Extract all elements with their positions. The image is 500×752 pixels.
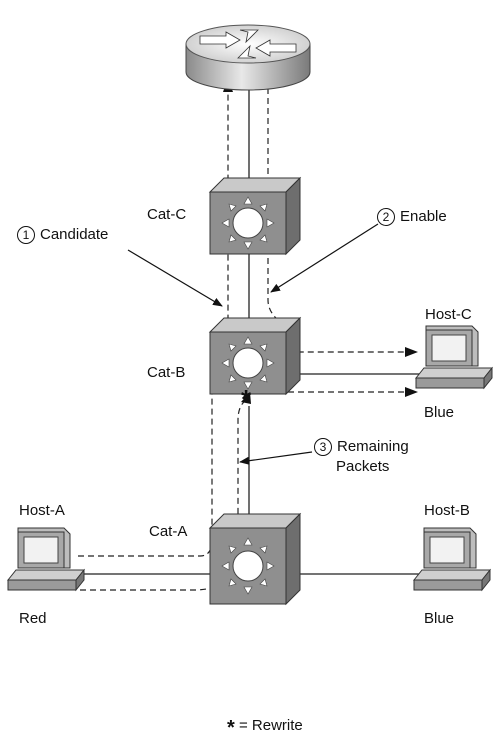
- host-a-vlan-label: Red: [19, 610, 47, 627]
- step-3-label-line1: Remaining: [337, 438, 409, 455]
- switch-arrows-icon: [221, 537, 275, 595]
- cat-b-label: Cat-B: [147, 364, 186, 381]
- cat-a-label: Cat-A: [149, 523, 188, 540]
- path-rewrite-arrowhead: [405, 387, 418, 397]
- step-enable: 2 Enable: [377, 208, 447, 227]
- enable-arrow: [270, 223, 379, 293]
- step-candidate: 1 Candidate: [17, 226, 109, 245]
- switch-arrows-icon: [221, 196, 275, 250]
- path-remaining-arrowhead: [241, 392, 251, 404]
- step-2-number: 2: [377, 208, 395, 227]
- step-1-number: 1: [17, 226, 35, 245]
- candidate-arrow: [127, 249, 223, 307]
- router: [185, 24, 311, 91]
- step-2-label: Enable: [400, 208, 447, 225]
- host-a-label: Host-A: [19, 502, 65, 519]
- host-c-vlan-label: Blue: [424, 404, 455, 421]
- cat-c-label: Cat-C: [147, 206, 187, 223]
- step-3-label-line2: Packets: [336, 458, 390, 475]
- rewrite-star-icon: *: [241, 384, 252, 414]
- legend-text: = Rewrite: [238, 717, 303, 734]
- host-b-label: Host-B: [424, 502, 470, 519]
- step-remaining-packets: 3 Remaining: [314, 438, 409, 457]
- switch-arrows-icon: [221, 336, 275, 390]
- cables: [68, 88, 425, 575]
- path-host-a-to-router: [78, 88, 229, 557]
- router-arrows-icon: [199, 29, 297, 59]
- host-c-label: Host-C: [425, 306, 472, 323]
- switch-cat-a: [208, 512, 302, 606]
- host-b-vlan-label: Blue: [424, 610, 455, 627]
- path-to-host-c: [287, 349, 408, 353]
- legend-symbol: *: [227, 717, 235, 739]
- remaining-packets-arrow: [239, 451, 313, 465]
- host-a-computer-icon: [6, 527, 86, 592]
- callout-arrows: [127, 223, 379, 465]
- switch-cat-b: [208, 316, 302, 396]
- path-host-c-arrowhead: [405, 347, 418, 357]
- host-c-computer-icon: [414, 325, 494, 390]
- step-3-number: 3: [314, 438, 332, 457]
- router-top: [185, 24, 311, 64]
- step-1-label: Candidate: [40, 226, 109, 243]
- switch-cat-c: [208, 176, 302, 256]
- legend: * = Rewrite: [227, 717, 303, 740]
- host-b-computer-icon: [412, 527, 492, 592]
